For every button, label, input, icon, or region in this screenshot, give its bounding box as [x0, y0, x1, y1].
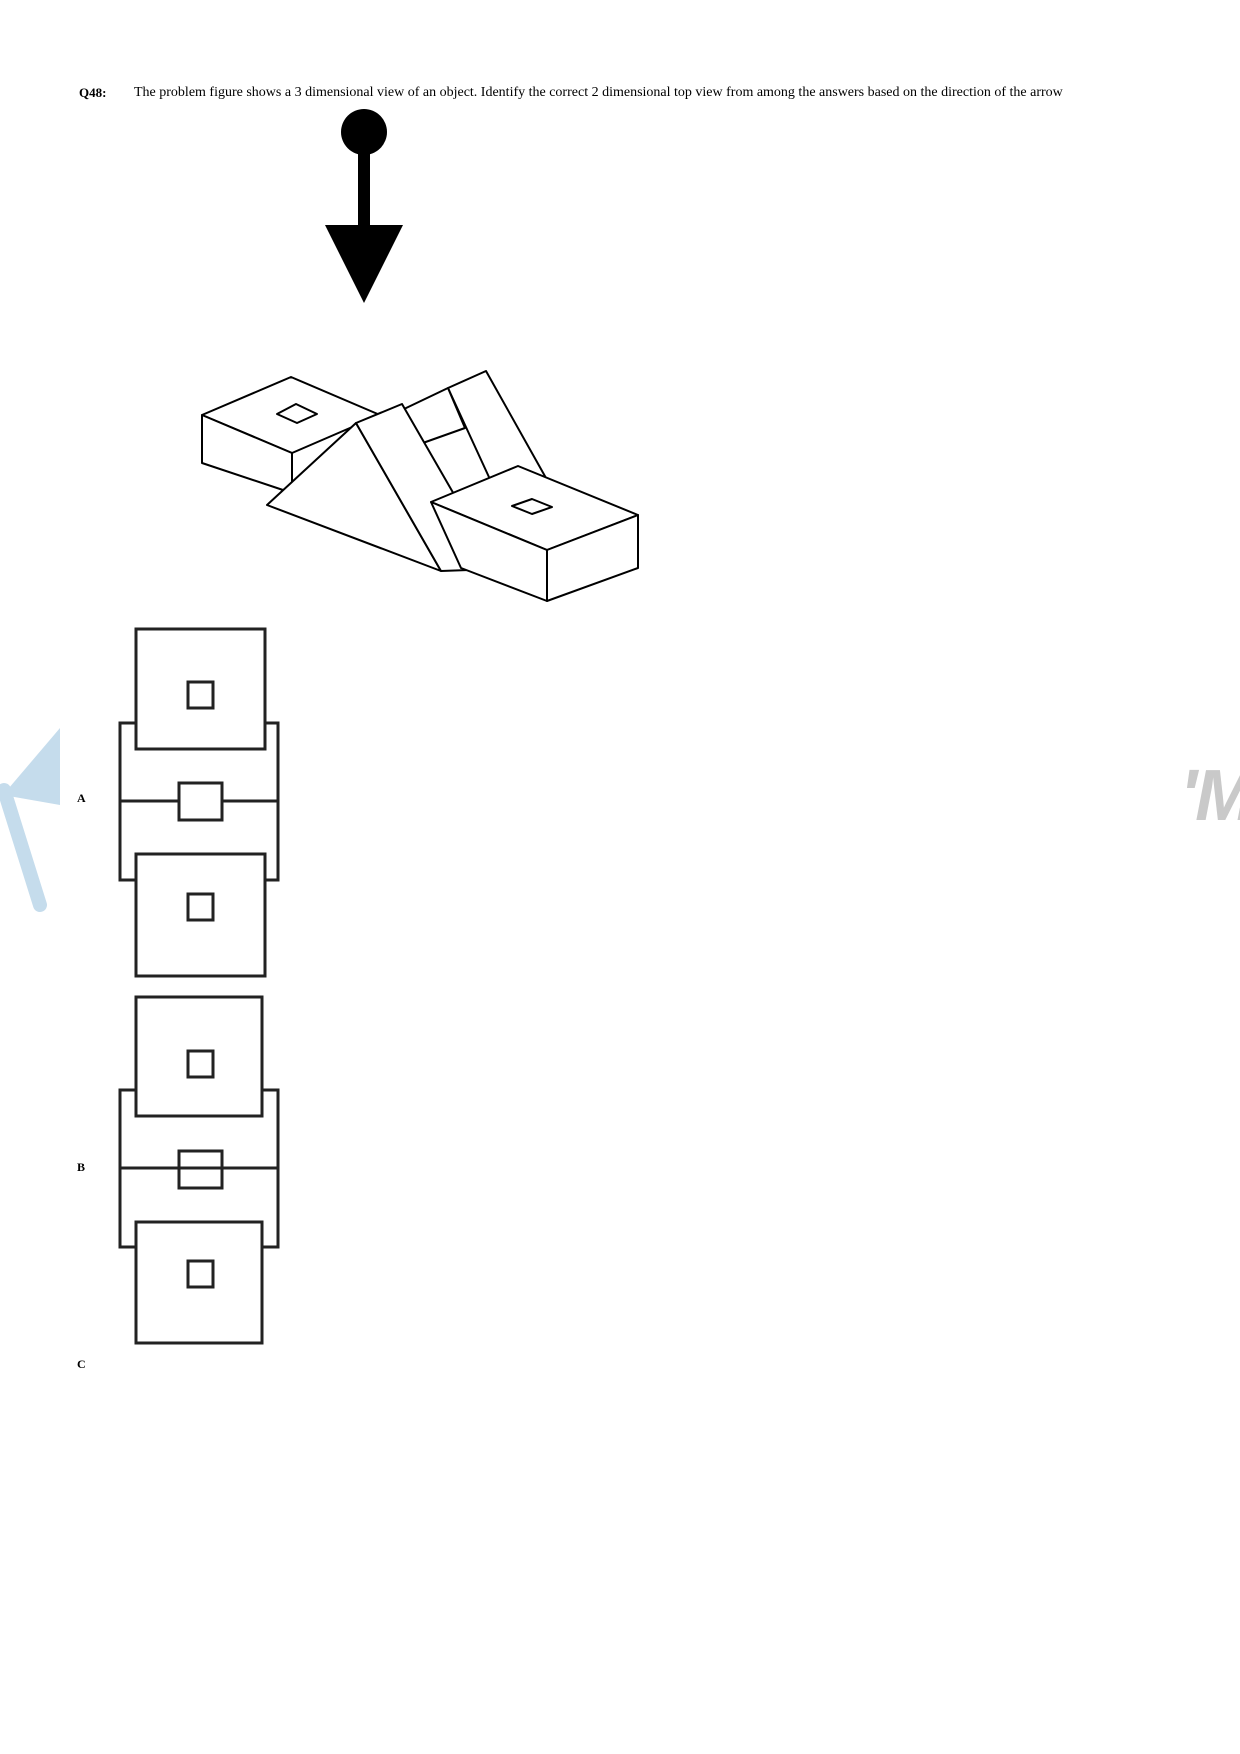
down-arrow-icon: [325, 109, 403, 303]
option-a-figure: [118, 627, 280, 978]
question-number: Q48:: [79, 85, 107, 100]
option-a-label[interactable]: A: [77, 791, 86, 805]
problem-figure-3d: [201, 370, 639, 602]
watermark-text: 'M: [1180, 756, 1240, 836]
question-text: The problem figure shows a 3 dimensional…: [134, 85, 1063, 100]
option-b-figure: [118, 995, 280, 1345]
watermark-logo: [0, 728, 60, 912]
option-b-label[interactable]: B: [77, 1160, 86, 1174]
option-c-label[interactable]: C: [77, 1357, 86, 1371]
